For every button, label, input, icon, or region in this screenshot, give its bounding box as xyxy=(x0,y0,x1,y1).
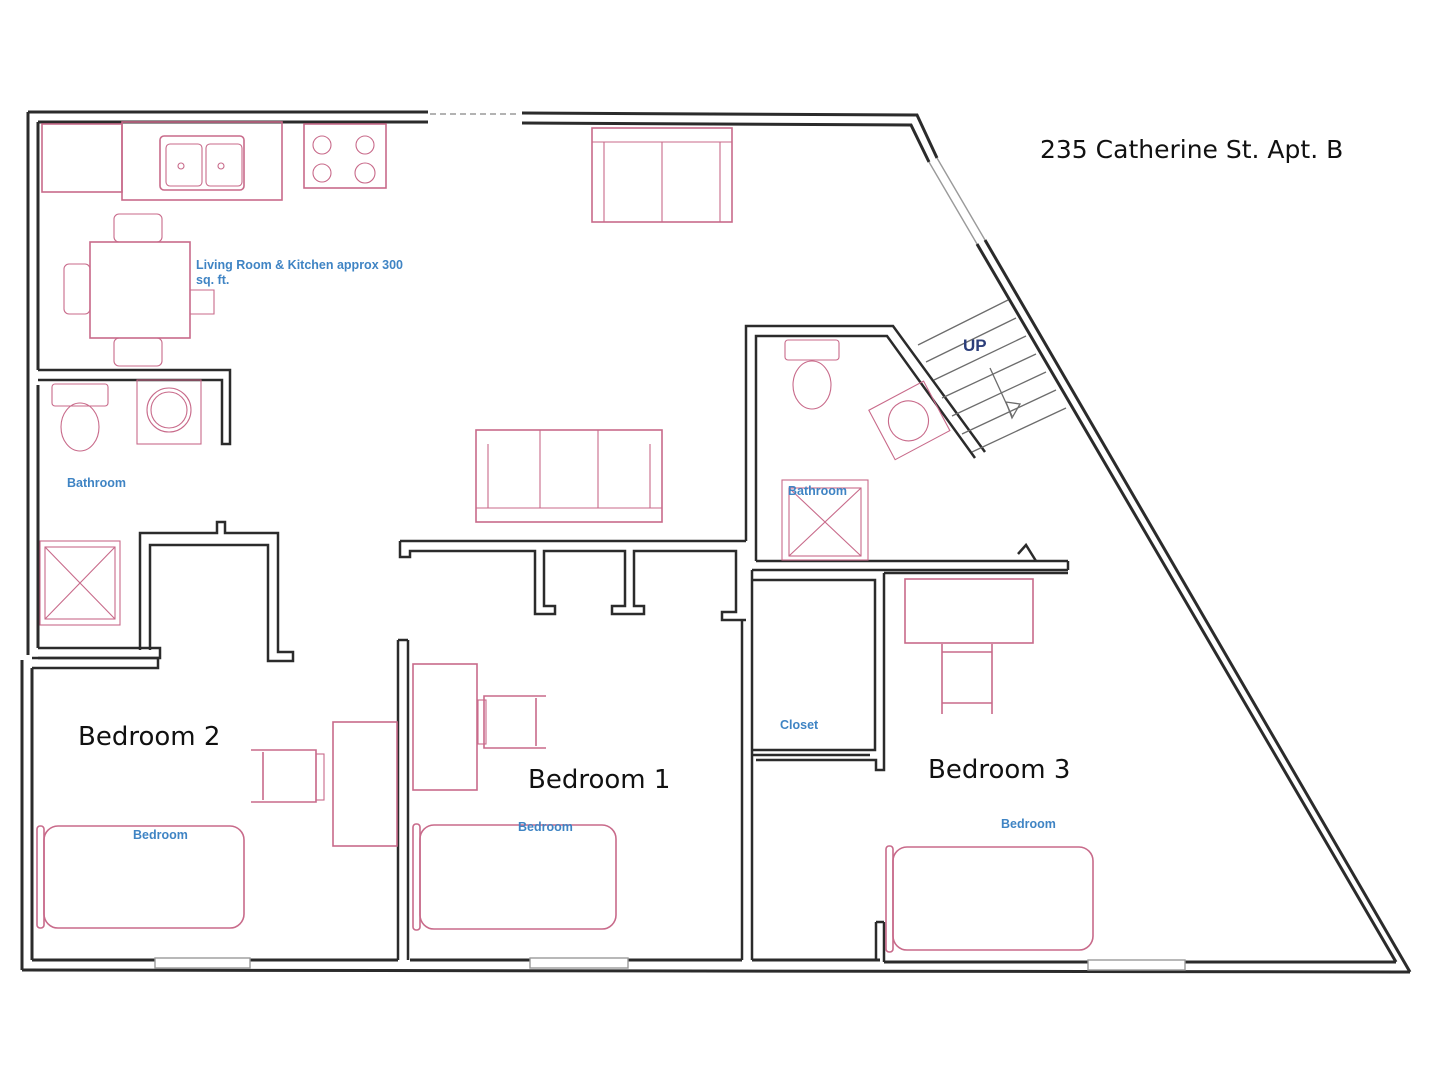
kitchen-fixtures xyxy=(41,121,733,523)
living-kitchen-label-line1: Living Room & Kitchen approx 300 xyxy=(196,258,403,272)
bedroom-3-furniture xyxy=(885,578,1094,953)
shower xyxy=(781,479,869,561)
outer-walls xyxy=(20,110,1412,974)
toilet xyxy=(792,360,832,410)
bed xyxy=(419,824,617,930)
dining-table xyxy=(89,241,191,339)
bathroom-left-fixtures xyxy=(39,379,202,626)
living-kitchen-label-line2: sq. ft. xyxy=(196,273,230,287)
bed-label-bedroom-1: Bedroom xyxy=(518,820,573,834)
bedroom-3-title: Bedroom 3 xyxy=(928,755,1071,785)
desk xyxy=(412,663,478,791)
bedroom-2-title: Bedroom 2 xyxy=(78,722,221,752)
stairs-up-label: UP xyxy=(963,336,987,355)
address-title: 235 Catherine St. Apt. B xyxy=(1040,135,1344,164)
refrigerator xyxy=(41,123,123,193)
stove xyxy=(303,123,387,189)
double-sink xyxy=(159,135,245,191)
bathroom-right-label: Bathroom xyxy=(788,484,848,498)
bed-label-bedroom-3: Bedroom xyxy=(1001,817,1056,831)
bed-label-bedroom-2: Bedroom xyxy=(133,828,188,842)
desk xyxy=(904,578,1034,644)
sink-vanity xyxy=(868,380,951,461)
bedroom-1-title: Bedroom 1 xyxy=(528,765,671,795)
toilet xyxy=(60,402,100,452)
sofa xyxy=(475,429,663,523)
sink-vanity xyxy=(136,379,202,445)
bed xyxy=(892,846,1094,951)
bedroom-1-furniture xyxy=(412,663,617,931)
shower xyxy=(39,540,121,626)
counter xyxy=(121,121,283,201)
closet-label: Closet xyxy=(780,718,819,732)
bedroom-2-furniture xyxy=(36,721,398,929)
desk xyxy=(332,721,398,847)
bathroom-right-fixtures xyxy=(781,339,951,561)
bathroom-left-label: Bathroom xyxy=(67,476,127,490)
interior-walls xyxy=(32,324,1070,962)
staircase xyxy=(917,299,1067,453)
